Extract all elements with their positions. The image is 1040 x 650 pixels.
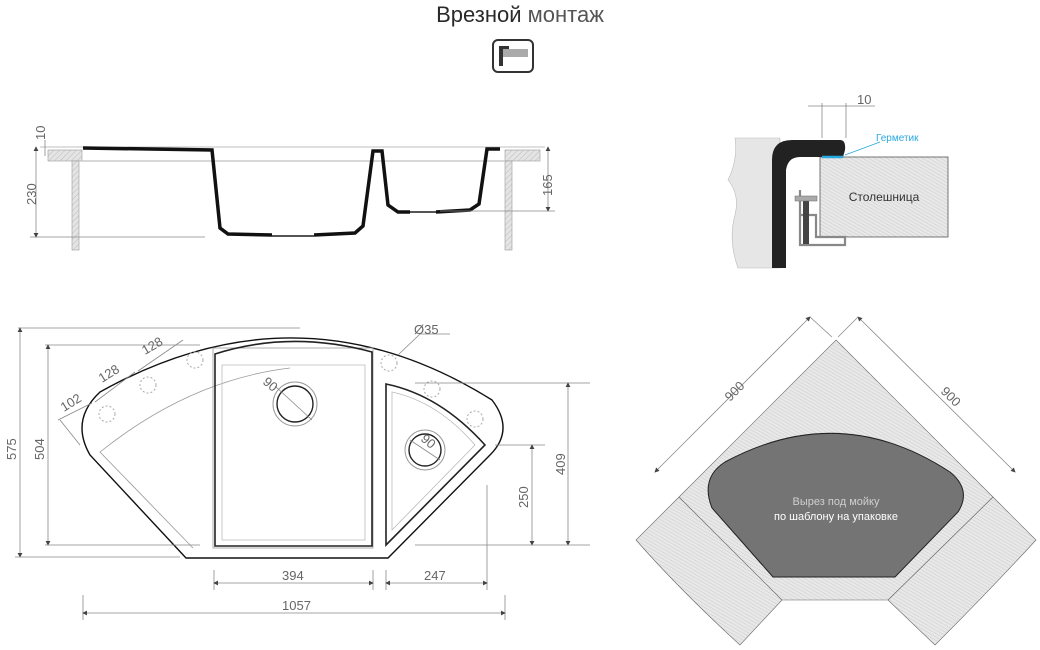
dim-hole-diameter: Ø35 [414, 322, 439, 337]
main-drain-icon [272, 381, 318, 427]
sink-outline [81, 337, 504, 559]
small-drain-icon [404, 429, 446, 471]
dim-side-a: 900 [722, 378, 748, 404]
cutout-label-2: по шаблону на упаковке [774, 511, 898, 523]
mounting-clip [798, 190, 847, 247]
dim-total-height: 575 [4, 438, 19, 460]
main-bowl [214, 340, 373, 547]
mount-detail: 10 Герметик Столешница [727, 92, 949, 269]
dim-small-bowl-height: 250 [516, 486, 531, 508]
sealant-label: Герметик [876, 133, 919, 144]
tap-holes [98, 351, 484, 428]
dim-hole-spacing-3: 128 [139, 334, 165, 358]
dim-depth-main: 230 [24, 183, 39, 205]
countertop-left [47, 149, 83, 162]
small-bowl [385, 383, 487, 547]
dim-side-b: 900 [938, 384, 964, 410]
clip-screw [803, 200, 809, 244]
countertop-label: Столешница [849, 190, 920, 204]
dim-lip: 10 [33, 126, 48, 140]
countertop-left-piece [635, 496, 783, 646]
dim-hole-spacing-1: 102 [58, 390, 84, 414]
flush-mount-icon [492, 39, 534, 73]
dim-right-height: 409 [553, 453, 568, 475]
title-light: монтаж [527, 2, 604, 27]
dim-small-bowl-width: 247 [424, 568, 446, 583]
page-title: Врезной монтаж [0, 2, 1040, 28]
title-bold: Врезной [436, 2, 522, 27]
sink-lip-profile [772, 140, 846, 268]
countertop-right-piece [887, 496, 1037, 646]
cutout-label-1: Вырез под мойку [793, 496, 880, 508]
dim-offset: 10 [857, 92, 871, 107]
countertop-right [504, 149, 541, 162]
cutout-diagram: 900 900 Вырез под мойку по шаблону на уп… [635, 316, 1037, 646]
sink-body [727, 137, 781, 269]
cabinet-wall-right [504, 160, 513, 251]
cabinet-wall-left [71, 160, 80, 251]
dim-depth-small: 165 [540, 174, 555, 196]
dim-total-width: 1057 [282, 598, 311, 613]
side-view: 10 230 165 [24, 126, 555, 251]
countertop-section [819, 156, 949, 238]
sink-plan: 575 504 409 250 394 247 1057 102 128 128… [4, 322, 590, 620]
dim-inner-height: 504 [32, 438, 47, 460]
dim-main-bowl-width: 394 [282, 568, 304, 583]
